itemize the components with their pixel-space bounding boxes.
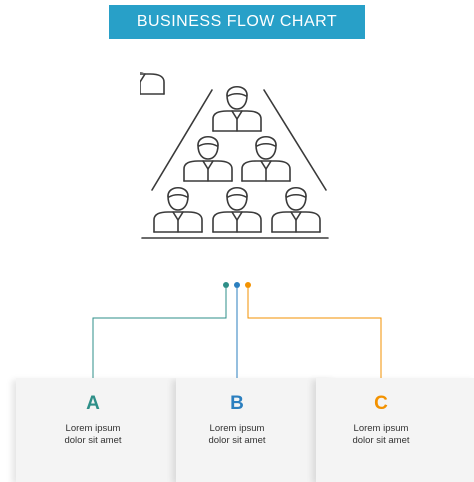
step-card-b (176, 378, 336, 482)
connector-dot-c (245, 282, 251, 288)
step-letter-c: C (374, 393, 388, 414)
step-text-a: Lorem ipsum dolor sit amet (64, 423, 122, 446)
connector-dot-b (234, 282, 240, 288)
step-letter-b: B (230, 393, 244, 414)
step-card-a (16, 378, 176, 482)
page-title: BUSINESS FLOW CHART (136, 13, 338, 30)
step-text-b: Lorem ipsum dolor sit amet (208, 423, 266, 446)
team-pyramid-icon (140, 72, 329, 239)
connector-line-a (92, 288, 227, 388)
connector-line-c (247, 288, 382, 390)
step-text-c: Lorem ipsum dolor sit amet (352, 423, 410, 446)
step-letter-a: A (86, 393, 100, 414)
connector-dot-a (223, 282, 229, 288)
step-card-c (316, 378, 474, 482)
header-banner: BUSINESS FLOW CHART (109, 5, 365, 39)
